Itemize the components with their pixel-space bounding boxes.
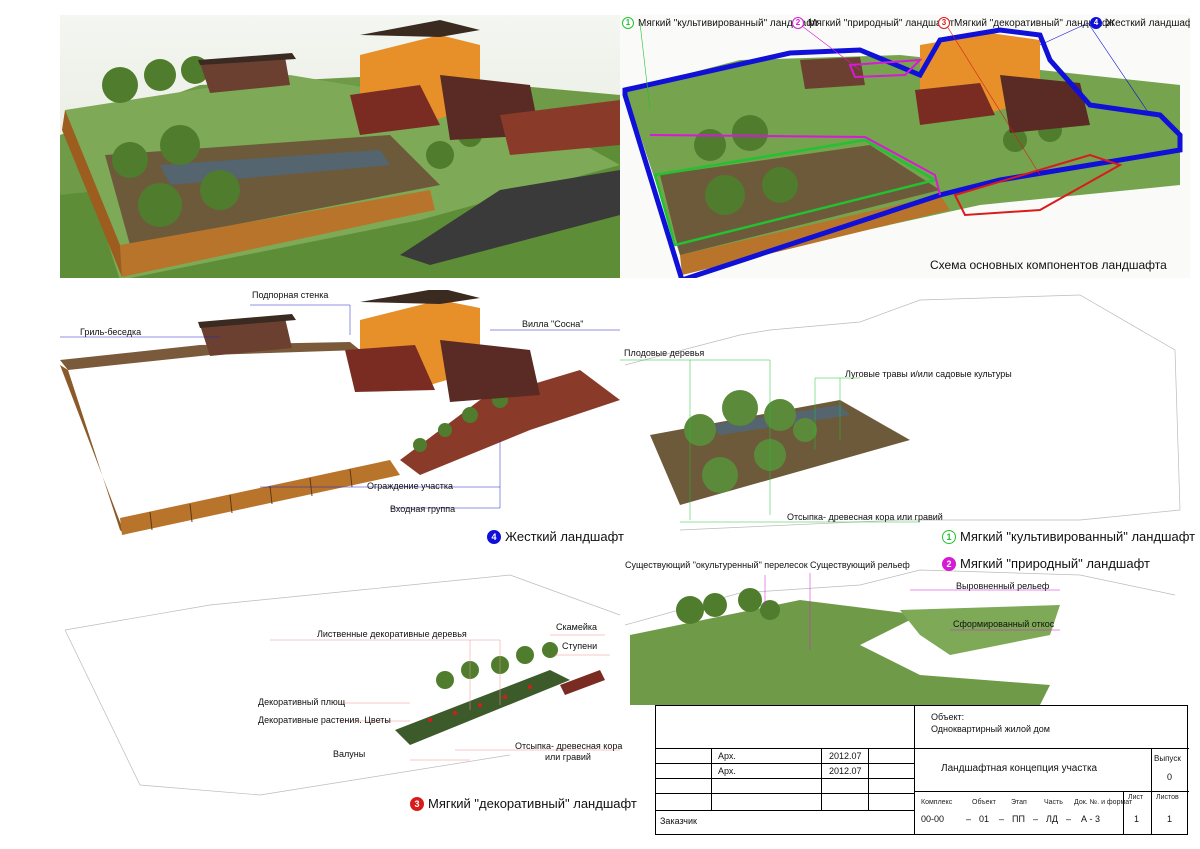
hard-landscape-illustration: [60, 290, 620, 535]
schema-illustration: [620, 15, 1190, 278]
label-meadow: Луговые травы и/или садовые культуры: [845, 369, 1012, 379]
object-value: Одноквартирный жилой дом: [931, 724, 1050, 734]
legend-item-cultivated: 1 Мягкий "культивированный" ландшафт: [622, 17, 819, 29]
decorative-title-text: Мягкий "декоративный" ландшафт: [428, 796, 637, 811]
legend-item-natural: 2 Мягкий "природный" ландшафт: [792, 17, 954, 29]
customer-label: Заказчик: [660, 816, 697, 826]
value-object: 01: [979, 814, 990, 824]
dash-1: –: [966, 814, 972, 824]
dash-3: –: [1033, 814, 1039, 824]
legend-number-3: 3: [938, 17, 950, 29]
issue-label: Выпуск: [1154, 754, 1181, 763]
label-relief: Существующий рельеф: [810, 560, 910, 570]
object-label: Объект:: [931, 712, 965, 722]
label-grill: Гриль-беседка: [80, 327, 142, 337]
schema-title: Схема основных компонентов ландшафта: [930, 258, 1167, 272]
decorative-panel-title: 3 Мягкий "декоративный" ландшафт: [410, 796, 637, 811]
label-ivy: Декоративный плющ: [258, 697, 346, 707]
dash-4: –: [1066, 814, 1072, 824]
label-villa: Вилла "Сосна": [522, 319, 584, 329]
label-boulders: Валуны: [333, 749, 366, 759]
legend-label: Мягкий "культивированный" ландшафт: [638, 17, 819, 29]
legend-label: Мягкий "декоративный" ландшафт: [954, 17, 1115, 29]
hard-number-badge: 4: [487, 529, 501, 544]
legend-number-1: 1: [622, 17, 634, 29]
legend-label: Жесткий ландшафт: [1106, 17, 1190, 29]
natural-illustration: [624, 569, 1176, 705]
legend-item-hard: 4 Жесткий ландшафт: [1090, 17, 1190, 29]
label-retaining-wall: Подпорная стенка: [252, 290, 329, 300]
issue-value: 0: [1167, 772, 1173, 782]
label-grove: Существующий "окультуренный" перелесок: [625, 560, 808, 570]
dash-2: –: [999, 814, 1005, 824]
header-part: Часть: [1044, 799, 1063, 806]
value-stage: ПП: [1012, 814, 1025, 824]
main-render-illustration: [60, 15, 620, 278]
legend-item-decorative: 3 Мягкий "декоративный" ландшафт: [938, 17, 1115, 29]
decorative-number-badge: 3: [410, 796, 424, 811]
value-part: ЛД: [1046, 814, 1059, 824]
cultivated-number-badge: 1: [942, 529, 956, 544]
value-complex: 00-00: [921, 814, 945, 824]
label-decorative-trees: Лиственные декоративные деревья: [317, 629, 467, 639]
label-mulch-line1: Отсыпка- древесная кора: [515, 741, 623, 751]
header-object: Объект: [972, 799, 996, 806]
title-block: Объект: Одноквартирный жилой дом Арх. 20…: [655, 705, 1189, 835]
label-slope: Сформированный откос: [953, 619, 1055, 629]
natural-title-text: Мягкий "природный" ландшафт: [960, 556, 1150, 571]
label-leveled: Выровненный рельеф: [956, 581, 1050, 591]
label-steps: Ступени: [562, 641, 598, 651]
natural-number-badge: 2: [942, 556, 956, 571]
label-mulch: Отсыпка- древесная кора или гравий: [787, 512, 943, 522]
schema-render: 1 Мягкий "культивированный" ландшафт 2 М…: [620, 15, 1190, 278]
label-flowers: Декоративные растения. Цветы: [258, 715, 391, 725]
header-doc: Док. №. и формат: [1074, 799, 1133, 806]
legend-label: Мягкий "природный" ландшафт: [808, 17, 955, 29]
hard-panel-title: 4 Жесткий ландшафт: [487, 529, 624, 544]
cultivated-illustration: [620, 294, 1181, 531]
label-mulch-line2: или гравий: [545, 752, 591, 762]
drawing-title: Ландшафтная концепция участка: [941, 763, 1098, 774]
header-stage: Этап: [1011, 799, 1027, 806]
row2-role: Арх.: [718, 766, 736, 776]
main-render: [60, 15, 620, 278]
legend-number-2: 2: [792, 17, 804, 29]
row2-date: 2012.07: [829, 766, 862, 776]
cultivated-title-text: Мягкий "культивированный" ландшафт: [960, 529, 1196, 544]
decorative-illustration: [64, 574, 620, 796]
header-sheet: Лист: [1128, 794, 1144, 801]
value-sheet: 1: [1134, 814, 1140, 824]
row1-role: Арх.: [718, 751, 736, 761]
value-sheets: 1: [1167, 814, 1173, 824]
value-doc: А - 3: [1081, 814, 1101, 824]
row1-date: 2012.07: [829, 751, 862, 761]
legend-number-4: 4: [1090, 17, 1102, 29]
label-bench: Скамейка: [556, 622, 598, 632]
hard-title-text: Жесткий ландшафт: [505, 529, 624, 544]
natural-panel-title: 2 Мягкий "природный" ландшафт: [942, 556, 1150, 571]
label-entrance: Входная группа: [390, 504, 456, 514]
cultivated-panel-title: 1 Мягкий "культивированный" ландшафт: [942, 529, 1195, 544]
header-sheets: Листов: [1156, 794, 1179, 801]
label-fruit-trees: Плодовые деревья: [624, 348, 705, 358]
label-fence: Ограждение участка: [367, 481, 454, 491]
header-complex: Комплекс: [921, 799, 953, 806]
